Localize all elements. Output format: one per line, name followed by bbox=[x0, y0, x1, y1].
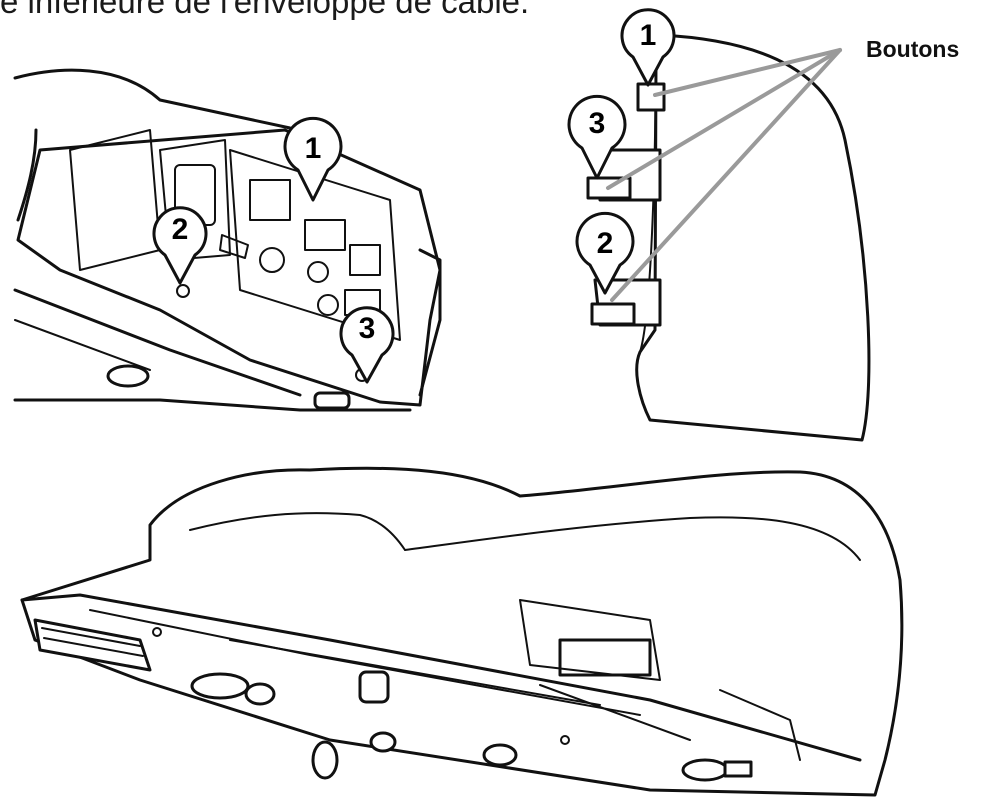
callout-right-1-label: 1 bbox=[640, 19, 657, 52]
buttons-label: Boutons bbox=[866, 36, 960, 62]
cable-cover-view bbox=[586, 33, 871, 442]
callout-right-2-label: 2 bbox=[597, 227, 614, 260]
callout-left-3-label: 3 bbox=[359, 312, 376, 345]
projector-ports-view bbox=[13, 68, 442, 412]
callout-right-1: 1 bbox=[620, 8, 676, 87]
projector-assembled-view bbox=[20, 466, 904, 797]
instruction-text: e inférieure de l'enveloppe de câble. bbox=[0, 0, 530, 20]
callout-right-3-label: 3 bbox=[589, 107, 606, 140]
callout-left-1: 1 bbox=[283, 116, 343, 202]
callout-left-3: 3 bbox=[339, 306, 395, 384]
callout-right-2: 2 bbox=[575, 211, 635, 295]
callout-left-2: 2 bbox=[152, 206, 208, 285]
callout-right-3: 3 bbox=[567, 94, 627, 180]
callout-left-2-label: 2 bbox=[172, 213, 189, 246]
callout-left-1-label: 1 bbox=[305, 132, 322, 165]
